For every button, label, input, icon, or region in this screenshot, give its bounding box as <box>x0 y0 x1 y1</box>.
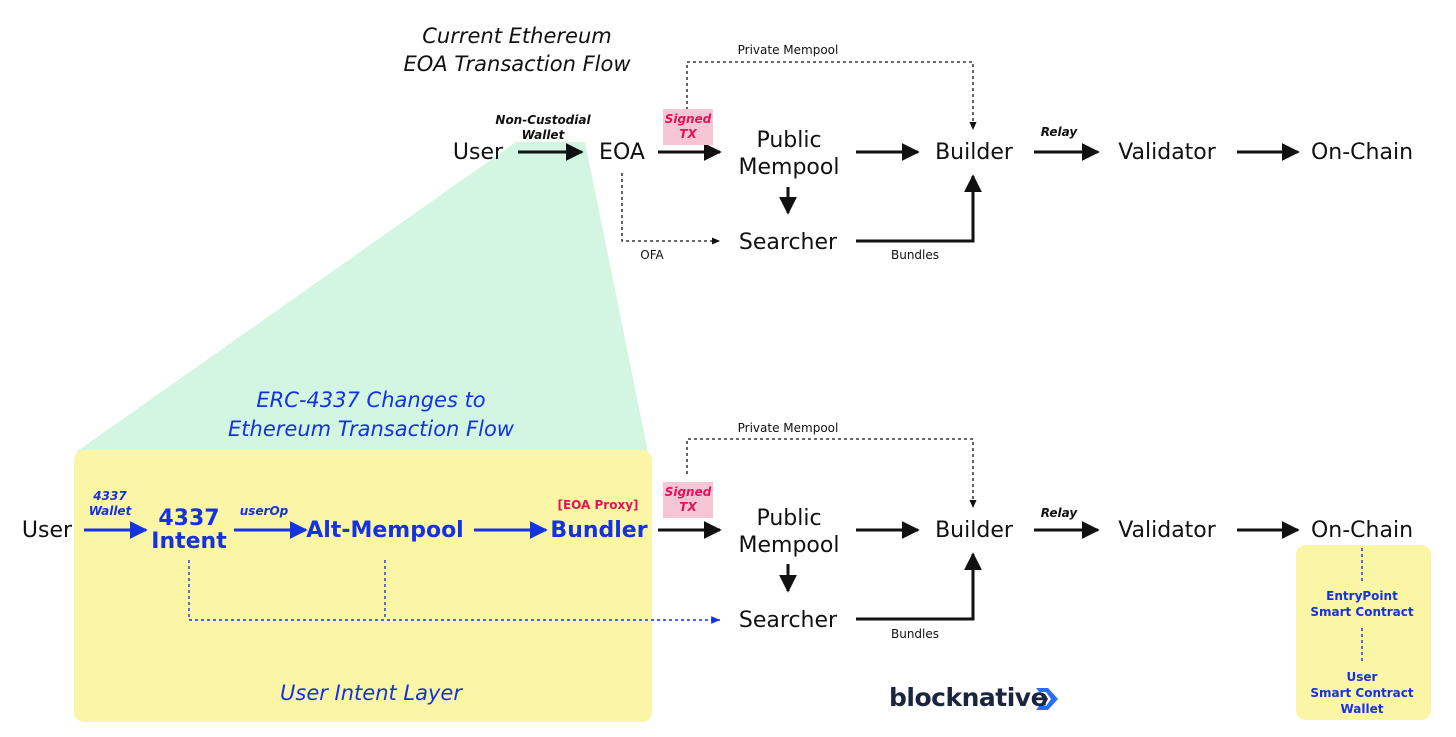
top-bundles-label: Bundles <box>890 248 940 262</box>
entrypoint-line2: Smart Contract <box>1310 605 1414 619</box>
bottom-validator-node: Validator <box>1118 518 1216 543</box>
top-ofa-label: OFA <box>640 248 664 262</box>
bottom-flow-title: ERC-4337 Changes to Ethereum Transaction… <box>228 386 514 444</box>
bottom-eoa-proxy-label: [EOA Proxy] <box>557 498 639 512</box>
top-wallet-line1: Non-Custodial <box>495 113 591 127</box>
top-on-chain-node: On-Chain <box>1310 140 1414 165</box>
top-private-mempool-label: Private Mempool <box>737 43 839 57</box>
top-public-mempool-node: Public Mempool <box>739 127 840 181</box>
top-relay-label: Relay <box>1040 125 1078 139</box>
bottom-intent-line2: Intent <box>151 529 227 554</box>
bottom-relay-label: Relay <box>1040 506 1078 520</box>
top-user-node: User <box>452 140 504 165</box>
arrow-searcher-builder-bottom <box>856 552 982 621</box>
top-flow-title: Current Ethereum EOA Transaction Flow <box>403 22 630 78</box>
smart-wallet-line2: Smart Contract <box>1310 686 1414 700</box>
bottom-on-chain-node: On-Chain <box>1310 518 1414 543</box>
top-eoa-node: EOA <box>599 140 645 165</box>
bottom-title-line2: Ethereum Transaction Flow <box>228 417 514 441</box>
top-signed-tx-badge: Signed TX <box>663 109 713 145</box>
entrypoint-line1: EntryPoint <box>1326 589 1398 603</box>
bottom-wallet-line1: 4337 <box>93 489 127 503</box>
entrypoint-contract-label: EntryPoint Smart Contract <box>1310 588 1413 620</box>
user-smart-wallet-label: User Smart Contract Wallet <box>1310 669 1413 717</box>
top-builder-node: Builder <box>935 140 1013 165</box>
top-signed-line1: Signed <box>664 112 712 126</box>
private-mempool-path-top <box>686 61 977 130</box>
top-wallet-line2: Wallet <box>521 128 565 142</box>
bottom-title-line1: ERC-4337 Changes to <box>256 388 486 412</box>
bottom-bundles-label: Bundles <box>890 627 940 641</box>
bottom-user-node: User <box>21 518 73 543</box>
bottom-signed-line2: TX <box>679 500 697 514</box>
bottom-signed-line1: Signed <box>664 485 712 499</box>
top-title-line2: EOA Transaction Flow <box>403 52 631 76</box>
user-intent-layer-panel <box>74 450 652 722</box>
bottom-searcher-node: Searcher <box>738 608 838 633</box>
bottom-public-line1: Public <box>756 506 822 531</box>
top-wallet-label: Non-Custodial Wallet <box>495 113 590 143</box>
bottom-wallet-line2: Wallet <box>88 504 132 518</box>
smart-wallet-line3: Wallet <box>1340 702 1384 716</box>
top-title-line1: Current Ethereum <box>422 24 612 48</box>
projection-wedge <box>76 142 648 452</box>
on-chain-detail-panel <box>1296 545 1431 720</box>
top-searcher-node: Searcher <box>738 230 838 255</box>
private-mempool-path-bottom <box>686 438 977 508</box>
bottom-public-mempool-node: Public Mempool <box>739 505 840 559</box>
top-public-line2: Mempool <box>738 155 840 180</box>
user-intent-layer-label: User Intent Layer <box>280 681 462 705</box>
smart-wallet-line1: User <box>1346 670 1378 684</box>
bottom-intent-line1: 4337 <box>158 506 220 531</box>
bottom-alt-mempool-node: Alt-Mempool <box>306 518 464 543</box>
blocknative-logo-icon <box>1036 688 1058 710</box>
bottom-wallet-label: 4337 Wallet <box>89 489 132 519</box>
bottom-private-mempool-label: Private Mempool <box>737 421 839 435</box>
top-signed-line2: TX <box>679 127 697 141</box>
arrow-searcher-builder-top <box>856 174 982 243</box>
bottom-signed-tx-badge: Signed TX <box>663 482 713 518</box>
bottom-userop-label: userOp <box>239 504 289 518</box>
top-validator-node: Validator <box>1118 140 1216 165</box>
bottom-builder-node: Builder <box>935 518 1013 543</box>
bottom-bundler-node: Bundler <box>550 518 648 543</box>
blocknative-logo-text: blocknative <box>889 683 1048 712</box>
bottom-intent-node: 4337 Intent <box>151 507 226 553</box>
intent-searcher-path <box>188 560 720 624</box>
top-public-line1: Public <box>756 128 822 153</box>
bottom-public-line2: Mempool <box>738 533 840 558</box>
ofa-path-top <box>621 173 720 245</box>
